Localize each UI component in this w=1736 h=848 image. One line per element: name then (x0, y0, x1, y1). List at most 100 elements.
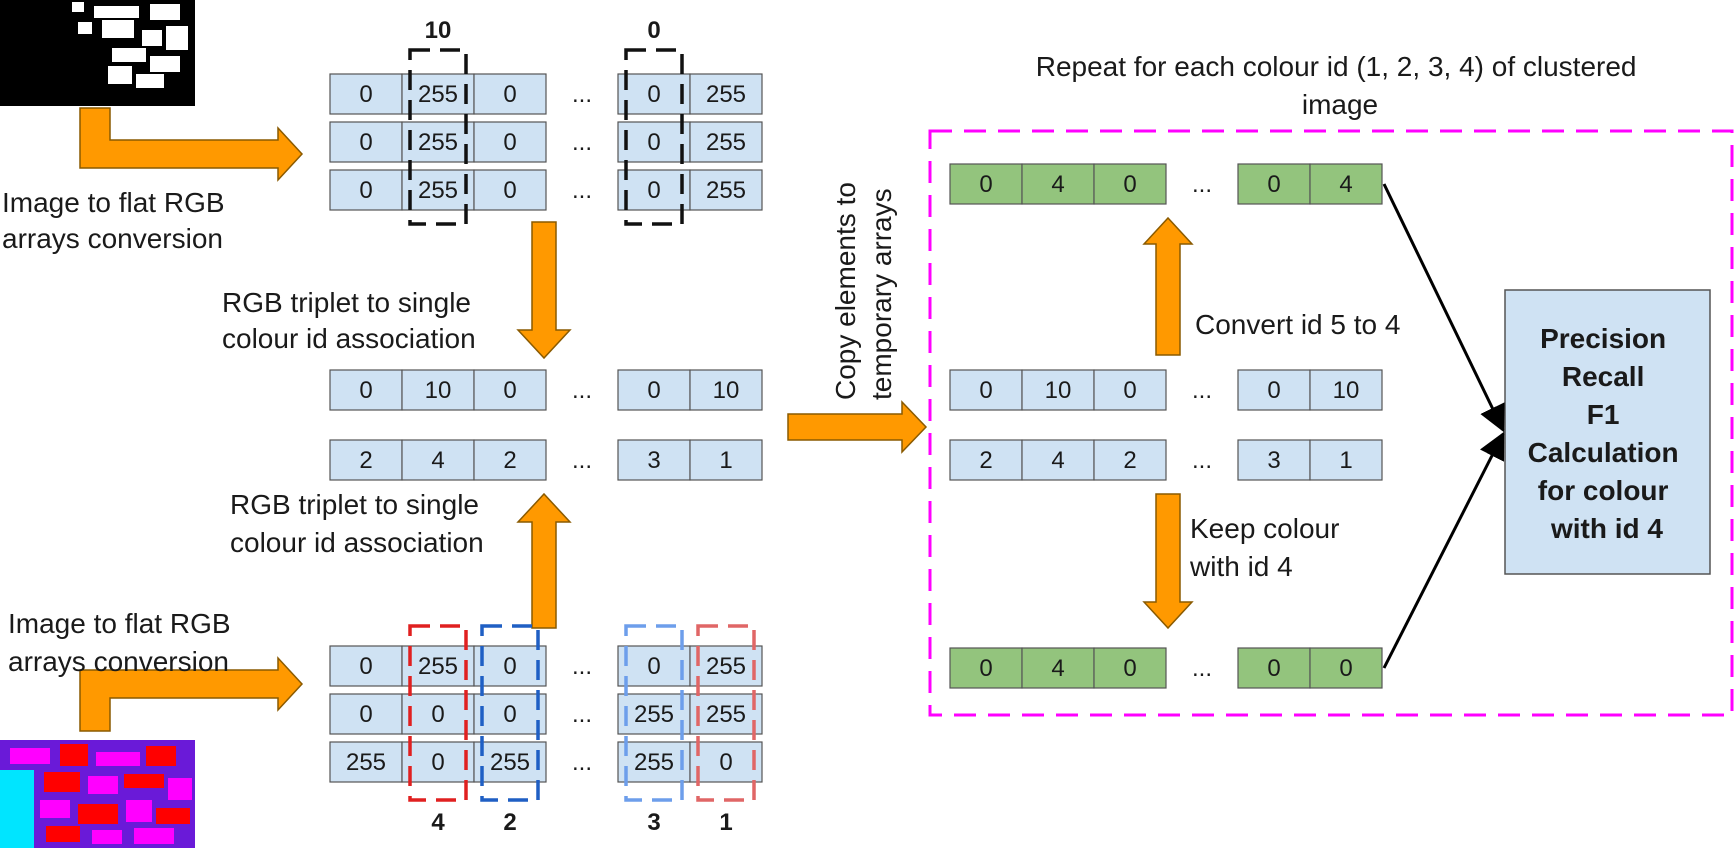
pred-rgb-row-cell (329, 741, 403, 783)
gt-rgb-row-ellipsis: ... (572, 177, 592, 204)
gt-rgb-row-value: 0 (647, 129, 660, 156)
gt-rgb-row-value: 255 (418, 81, 458, 108)
converted-gt-row-value: 4 (1339, 171, 1352, 198)
kept-pred-row-value: 4 (1051, 655, 1064, 682)
col-highlight-0 (624, 48, 684, 226)
clustered-image (0, 740, 195, 848)
gt-rgb-row-cell (329, 121, 403, 163)
tmp-gt-row-cell (1237, 369, 1311, 411)
pred-ids-row-value: 1 (719, 447, 732, 474)
pred-rgb-row-cell (473, 693, 547, 735)
kept-pred-row-value: 0 (1267, 655, 1280, 682)
gt-rgb-row-cell (689, 73, 763, 115)
gt-rgb-row-value: 0 (647, 177, 660, 204)
gt-rgb-row-cell (401, 73, 475, 115)
tmp-gt-row-value: 0 (979, 377, 992, 404)
tmp-gt-row-cell (1309, 369, 1383, 411)
pred-ids-row-value: 2 (503, 447, 516, 474)
gt-ids-row-value: 0 (503, 377, 516, 404)
copy-label: Copy elements to temporary arrays (830, 174, 897, 400)
pred-rgb-row-value: 0 (647, 653, 660, 680)
pred-rgb-row-ellipsis: ... (572, 653, 592, 680)
pred-ids-row-cell (617, 439, 691, 481)
gt-rgb-row-ellipsis: ... (572, 129, 592, 156)
tmp-pred-row-value: 1 (1339, 447, 1352, 474)
assoc-arrow-down (516, 221, 572, 360)
converted-gt-row-cell (1309, 163, 1383, 205)
kept-pred-row-value: 0 (1123, 655, 1136, 682)
keep-label: Keep colour with id 4 (1189, 513, 1347, 582)
tmp-pred-row-cell (1237, 439, 1311, 481)
kept-pred-row-cell (949, 647, 1023, 689)
pred-rgb-row-value: 0 (503, 701, 516, 728)
pred-rgb-row-cell (329, 693, 403, 735)
convert-arrow-bottom (79, 656, 304, 732)
pred-rgb-row-cell (401, 741, 475, 783)
converted-gt-row-value: 4 (1051, 171, 1064, 198)
gt-ids-row-value: 10 (425, 377, 452, 404)
tmp-pred-row-value: 3 (1267, 447, 1280, 474)
pred-rgb-row-cell (473, 645, 547, 687)
kept-pred-row-value: 0 (1339, 655, 1352, 682)
pred-rgb-row-cell (617, 741, 691, 783)
gt-rgb-row-value: 0 (503, 177, 516, 204)
pred-rgb-row-ellipsis: ... (572, 749, 592, 776)
pred-ids-row-cell (689, 439, 763, 481)
gt-rgb-row-ellipsis: ... (572, 81, 592, 108)
bottom-col-id-4: 1 (719, 809, 732, 836)
bottom-col-id-3: 3 (647, 809, 660, 836)
convert-label-bottom: Image to flat RGB arrays conversion (8, 608, 238, 677)
tmp-gt-row-value: 0 (1123, 377, 1136, 404)
tmp-pred-row-cell (1093, 439, 1167, 481)
tmp-pred-row-value: 2 (1123, 447, 1136, 474)
gt-rgb-row-cell (473, 121, 547, 163)
col-highlight-10 (408, 48, 468, 226)
tmp-gt-row-value: 10 (1333, 377, 1360, 404)
pred-rgb-row-value: 0 (503, 653, 516, 680)
gt-rgb-row-cell (401, 121, 475, 163)
gt-rgb-row-value: 0 (359, 177, 372, 204)
gt-rgb-row-value: 0 (503, 129, 516, 156)
converted-gt-row-cell (1021, 163, 1095, 205)
pred-rgb-row-value: 255 (418, 653, 458, 680)
col-highlight-2 (480, 624, 540, 802)
repeat-label: Repeat for each colour id (1, 2, 3, 4) o… (1036, 51, 1645, 120)
keep-arrow-down (1142, 493, 1194, 630)
tmp-gt-row-cell (1093, 369, 1167, 411)
bottom-col-id-2: 2 (503, 809, 516, 836)
repeat-region (928, 129, 1734, 717)
pred-rgb-row-value: 255 (634, 749, 674, 776)
convert-arrow-top (79, 107, 304, 182)
gt-rgb-row-value: 0 (503, 81, 516, 108)
gt-rgb-row-cell (401, 169, 475, 211)
tmp-pred-row-value: 2 (979, 447, 992, 474)
gt-rgb-row-value: 0 (359, 81, 372, 108)
converted-gt-row-value: 0 (979, 171, 992, 198)
bottom-col-id-1: 4 (431, 809, 445, 836)
pred-ids-row-value: 2 (359, 447, 372, 474)
pred-ids-row-value: 4 (431, 447, 444, 474)
pred-ids-row-value: 3 (647, 447, 660, 474)
converted-gt-row-cell (1237, 163, 1311, 205)
tmp-pred-row-cell (1309, 439, 1383, 481)
col-highlight-1 (696, 624, 756, 802)
pred-rgb-row-cell (401, 645, 475, 687)
pred-rgb-row-value: 0 (431, 749, 444, 776)
kept-pred-row-cell (1093, 647, 1167, 689)
pred-ids-row-ellipsis: ... (572, 447, 592, 474)
assoc-label-bottom: RGB triplet to single colour id associat… (230, 489, 487, 558)
gt-rgb-row-value: 255 (418, 177, 458, 204)
tmp-gt-row-cell (949, 369, 1023, 411)
pred-ids-row-cell (329, 439, 403, 481)
gt-rgb-row-cell (689, 169, 763, 211)
tmp-gt-row-ellipsis: ... (1192, 377, 1212, 404)
result-arrow-bottom (1382, 431, 1505, 669)
gt-rgb-row-value: 255 (706, 177, 746, 204)
gt-ids-row-cell (401, 369, 475, 411)
col-highlight-4 (408, 624, 468, 802)
pred-rgb-row-cell (689, 645, 763, 687)
pred-rgb-row-value: 255 (706, 653, 746, 680)
pred-rgb-row-cell (473, 741, 547, 783)
gt-rgb-row-cell (473, 169, 547, 211)
